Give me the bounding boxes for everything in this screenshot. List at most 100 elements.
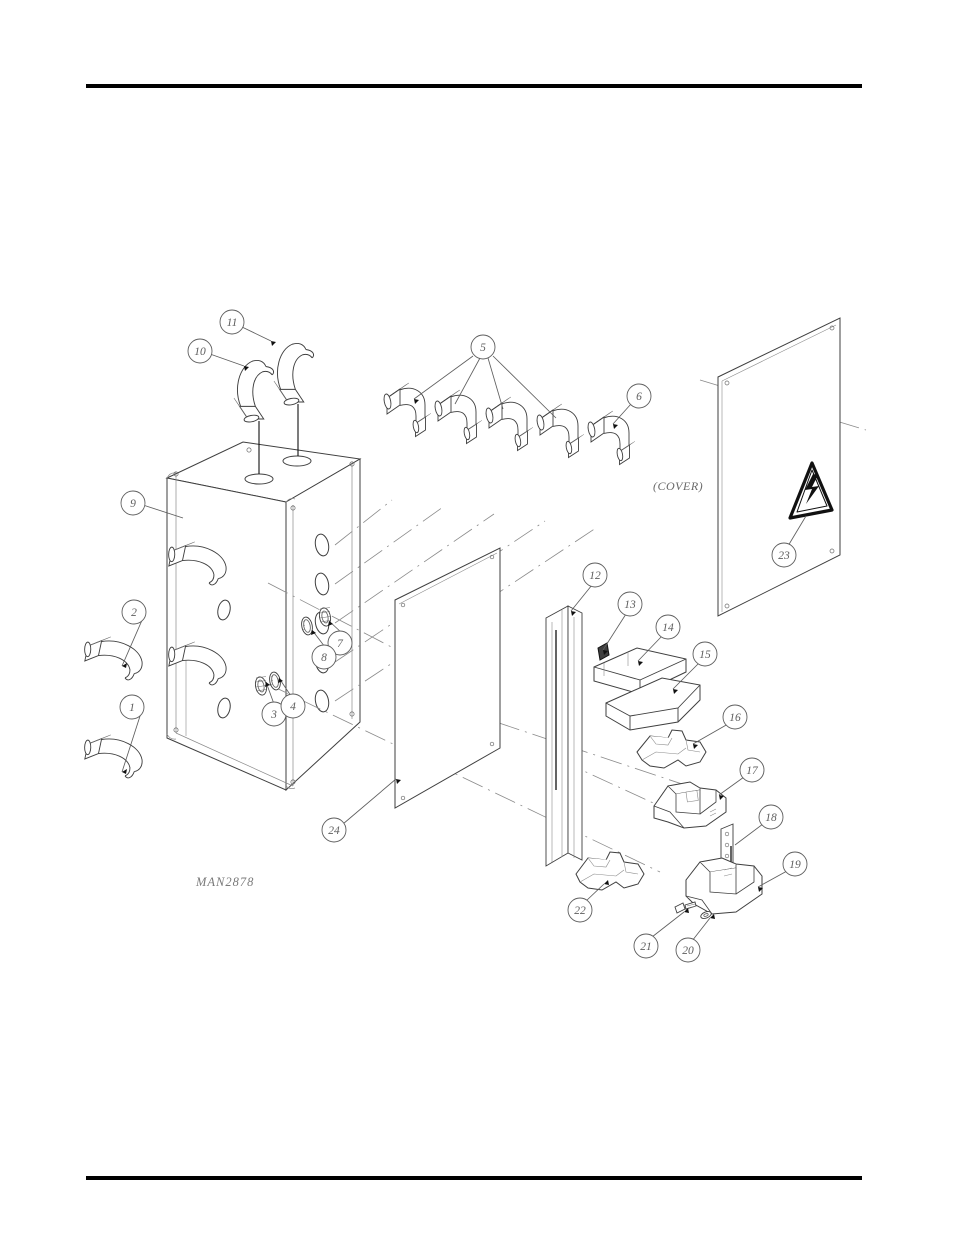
callout-17: 17 (739, 757, 765, 783)
back-panel (394, 547, 501, 809)
callout-leaders (121, 326, 807, 942)
callout-number: 23 (778, 550, 790, 562)
connector-5a (382, 382, 432, 437)
callout-19: 19 (782, 851, 808, 877)
callout-bubble (327, 630, 353, 656)
contactor-shroud (636, 729, 707, 769)
assembly-axis-lines (258, 404, 299, 474)
connector-6 (586, 410, 636, 465)
callout-11: 11 (219, 309, 245, 335)
drawing-number: MAN2878 (195, 875, 254, 889)
connector-5d (535, 403, 585, 458)
callout-bubble (739, 757, 765, 783)
callout-number: 24 (328, 825, 340, 837)
callout-bubble (655, 614, 681, 640)
callout-21: 21 (633, 933, 659, 959)
callout-number: 2 (131, 607, 137, 619)
callout-1: 1 (119, 694, 145, 720)
callout-number: 20 (682, 945, 694, 957)
callout-5: 5 (470, 334, 496, 360)
callout-number: 5 (480, 342, 486, 354)
callout-number: 7 (337, 638, 344, 650)
callout-bubble (692, 641, 718, 667)
callout-15: 15 (692, 641, 718, 667)
callout-bubble (567, 897, 593, 923)
footer-rule (86, 1176, 862, 1180)
header-rule (86, 84, 862, 88)
callout-bubble (722, 704, 748, 730)
callout-bubble (782, 851, 808, 877)
fitting-item-1 (78, 729, 147, 781)
callout-bubble (633, 933, 659, 959)
callout-bubble (470, 334, 496, 360)
screw-item-21 (674, 901, 697, 914)
callout-14: 14 (655, 614, 681, 640)
hardware-set-lower (254, 671, 281, 696)
callout-24: 24 (321, 817, 347, 843)
callout-number: 14 (662, 622, 674, 634)
washer-item-20 (700, 911, 712, 919)
contactor-base (685, 857, 763, 915)
callout-9: 9 (120, 490, 146, 516)
cover-caption: (COVER) (653, 479, 703, 493)
callout-bubble (120, 490, 146, 516)
callout-number: 11 (227, 317, 238, 329)
callout-22: 22 (567, 897, 593, 923)
callout-4: 4 (280, 693, 306, 719)
callout-bubble (121, 599, 147, 625)
callout-number: 19 (789, 859, 801, 871)
callout-7: 7 (327, 630, 353, 656)
lower-shroud (575, 851, 645, 891)
callout-number: 13 (624, 599, 636, 611)
callout-bubble (321, 817, 347, 843)
connector-5c (484, 396, 534, 451)
callout-bubble (675, 937, 701, 963)
fitting-item-2 (78, 631, 147, 683)
callout-number: 10 (194, 346, 206, 358)
cover-panel (717, 317, 841, 617)
callout-number: 9 (130, 498, 136, 510)
fitting-item-11 (273, 342, 315, 407)
callout-arrow-tips (122, 341, 763, 919)
callout-bubble (311, 644, 337, 670)
contactor-body (653, 781, 727, 829)
callout-number: 12 (589, 570, 601, 582)
enclosure-box (165, 441, 362, 792)
callout-23: 23 (771, 542, 797, 568)
callout-number: 22 (574, 905, 586, 917)
callout-bubble (187, 338, 213, 364)
callout-number: 18 (765, 812, 777, 824)
high-voltage-warning-icon (788, 461, 834, 520)
callout-bubble (119, 694, 145, 720)
callout-2: 2 (121, 599, 147, 625)
callout-number: 16 (729, 712, 741, 724)
callout-8: 8 (311, 644, 337, 670)
callout-bubble (280, 693, 306, 719)
callout-number: 1 (129, 702, 135, 714)
callout-13: 13 (617, 591, 643, 617)
callout-number: 21 (640, 941, 652, 953)
callout-bubble (626, 383, 652, 409)
fitting-item-10 (233, 359, 275, 424)
callout-16: 16 (722, 704, 748, 730)
callout-18: 18 (758, 804, 784, 830)
callout-number: 6 (636, 391, 642, 403)
callout-12: 12 (582, 562, 608, 588)
callout-number: 8 (321, 652, 327, 664)
mounting-rail (545, 605, 583, 867)
callout-bubble (582, 562, 608, 588)
callout-bubble (771, 542, 797, 568)
fitting-row (382, 382, 636, 465)
callout-bubble (758, 804, 784, 830)
callout-number: 3 (270, 709, 277, 721)
callout-number: 15 (699, 649, 711, 661)
callout-number: 17 (746, 765, 759, 777)
callout-6: 6 (626, 383, 652, 409)
callout-number: 4 (290, 701, 296, 713)
callout-bubble (617, 591, 643, 617)
hardware-set-upper (301, 607, 332, 636)
callout-bubble (219, 309, 245, 335)
